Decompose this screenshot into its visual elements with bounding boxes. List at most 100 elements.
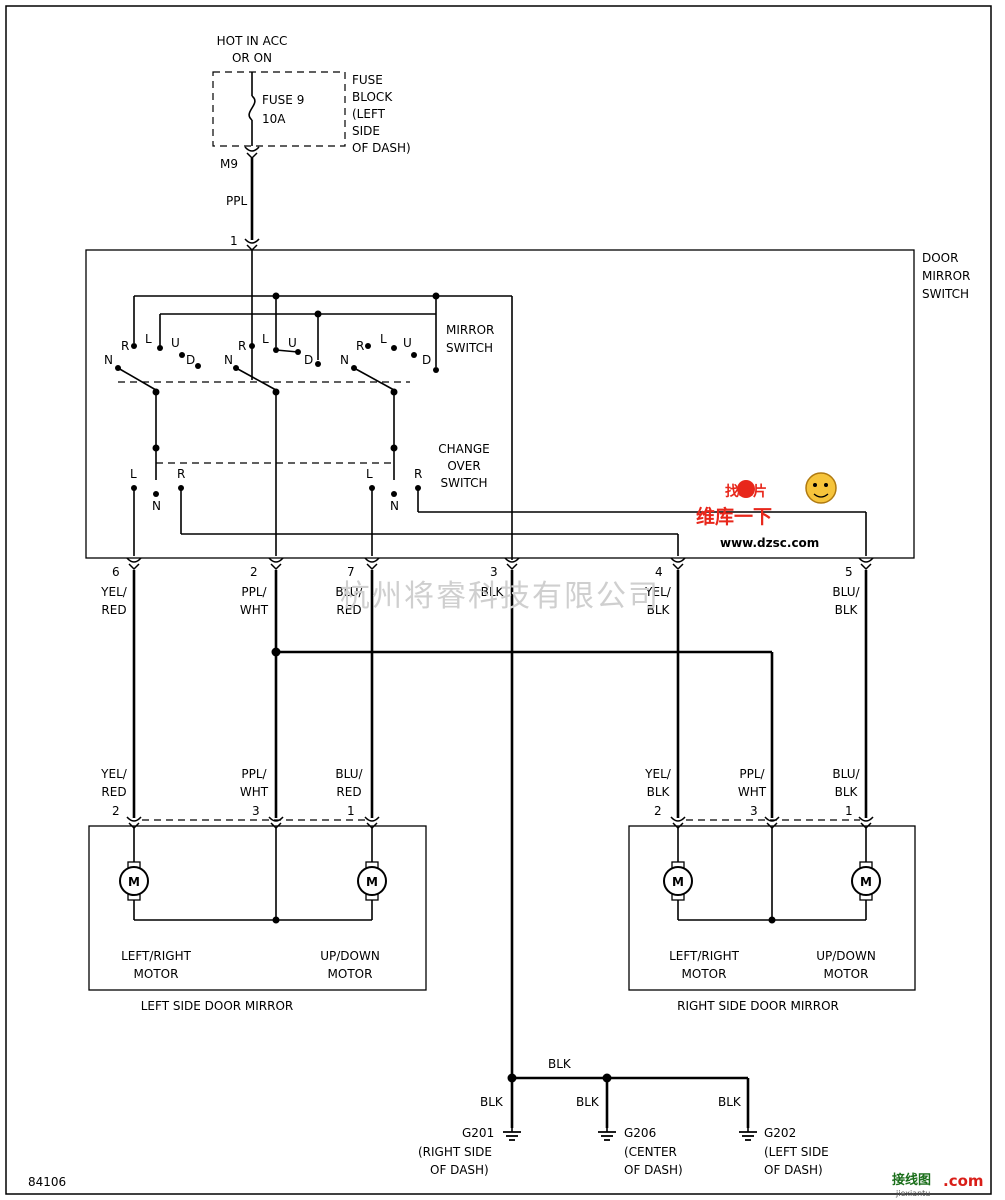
svg-text:N: N: [104, 353, 113, 367]
junction-dot: [272, 388, 280, 396]
wire-color: WHT: [240, 603, 269, 617]
svg-text:D: D: [422, 353, 431, 367]
wire-color: BLK: [835, 785, 859, 799]
wire-color: WHT: [738, 785, 767, 799]
wire-color: BLU/: [335, 767, 363, 781]
fuse-name: FUSE 9: [262, 93, 304, 107]
svg-text:jiexiantu: jiexiantu: [895, 1189, 930, 1198]
wire-color: BLK: [481, 585, 505, 599]
svg-text:N: N: [390, 499, 399, 513]
mirror-pin-number: 3: [750, 804, 758, 818]
fuse-block-label-2: BLOCK: [352, 90, 393, 104]
switch-pin-number: 2: [250, 565, 258, 579]
connector-icon: [364, 557, 380, 570]
ground-icon: [597, 1125, 617, 1141]
ground-icon: [502, 1125, 522, 1141]
wire-color: YEL/: [100, 767, 128, 781]
door-switch-label-2: MIRROR: [922, 269, 970, 283]
company-watermark: 杭州将睿科技有限公司: [340, 579, 660, 614]
wire-color: PPL/: [241, 585, 267, 599]
wire-color: RED: [101, 785, 126, 799]
mirror-switch-group-1: R L U D N: [104, 332, 201, 480]
changeover-label-1: CHANGE: [438, 442, 489, 456]
wire-color: PPL/: [739, 767, 765, 781]
wire-color: BLK: [480, 1095, 504, 1109]
splice-dot: [507, 1073, 517, 1083]
wire-color: BLU/: [335, 585, 363, 599]
wire-color: YEL/: [644, 585, 672, 599]
mirror-switch-group-3: R L U D N: [340, 332, 439, 480]
jiexiantu-logo: 接线图 .com jiexiantu: [892, 1172, 984, 1198]
feed-wire-color: PPL: [226, 194, 247, 208]
ground-location: OF DASH): [624, 1163, 683, 1177]
svg-text:找芯片: 找芯片: [725, 483, 767, 500]
mirror-pin-number: 2: [654, 804, 662, 818]
mirror-pin-number: 3: [252, 804, 260, 818]
motor-icon: M: [357, 861, 387, 901]
svg-text:U: U: [171, 336, 180, 350]
wire-color: WHT: [240, 785, 269, 799]
fuse-icon: [248, 72, 256, 146]
page-border: [5, 5, 992, 1195]
right-mirror-title: RIGHT SIDE DOOR MIRROR: [677, 999, 839, 1013]
svg-text:R: R: [121, 339, 129, 353]
ground-name: G202: [764, 1126, 796, 1140]
svg-text:M: M: [672, 875, 684, 889]
wire-color: RED: [101, 603, 126, 617]
motor-label: UP/DOWN: [320, 949, 380, 963]
svg-text:N: N: [340, 353, 349, 367]
switch-pin-number: 6: [112, 565, 120, 579]
ground-location: OF DASH): [764, 1163, 823, 1177]
svg-text:接线图: 接线图: [892, 1172, 931, 1188]
ground-location: OF DASH): [430, 1163, 489, 1177]
svg-text:M: M: [860, 875, 872, 889]
figure-id: 84106: [28, 1175, 66, 1189]
mirror-switch-label-2: SWITCH: [446, 341, 493, 355]
svg-text:R: R: [177, 467, 185, 481]
chip-icon: [737, 480, 755, 498]
fuse-block-label-3: (LEFT: [352, 107, 386, 121]
wire-color: BLK: [718, 1095, 742, 1109]
left-mirror-box: [88, 825, 427, 991]
svg-text:D: D: [304, 353, 313, 367]
mirror-switch-label-1: MIRROR: [446, 323, 494, 337]
wire-color: BLK: [576, 1095, 600, 1109]
svg-text:L: L: [130, 467, 137, 481]
splice-dot: [271, 647, 281, 657]
junction-dot: [314, 310, 322, 318]
svg-text:N: N: [152, 499, 161, 513]
wire-color: YEL/: [100, 585, 128, 599]
wire-color: PPL/: [241, 767, 267, 781]
connector-icon: [268, 557, 284, 570]
switch-pin-number: 5: [845, 565, 853, 579]
motor-label: MOTOR: [134, 967, 179, 981]
changeover-label-2: OVER: [447, 459, 480, 473]
svg-text:M: M: [128, 875, 140, 889]
wire-color: BLK: [835, 603, 859, 617]
wire-color: RED: [336, 603, 361, 617]
motor-label: MOTOR: [328, 967, 373, 981]
svg-text:M: M: [366, 875, 378, 889]
motor-label: LEFT/RIGHT: [669, 949, 740, 963]
wire-color: RED: [336, 785, 361, 799]
fuse-rating: 10A: [262, 112, 286, 126]
motor-icon: M: [663, 861, 693, 901]
svg-text:维库一下: 维库一下: [696, 505, 772, 528]
connector-icon: [670, 557, 686, 570]
svg-text:N: N: [224, 353, 233, 367]
splice-dot: [602, 1073, 612, 1083]
right-mirror-box: [628, 825, 916, 991]
connector-icon: [244, 238, 260, 251]
motor-icon: M: [119, 861, 149, 901]
switch-pin-number: 4: [655, 565, 663, 579]
motor-label: MOTOR: [682, 967, 727, 981]
door-mirror-switch-box: [85, 249, 915, 559]
svg-text:R: R: [238, 339, 246, 353]
fuse-block-outline: [212, 71, 346, 147]
ground-location: (CENTER: [624, 1145, 677, 1159]
power-source-label-2: OR ON: [232, 51, 272, 65]
svg-text:.com: .com: [943, 1172, 984, 1190]
ground-bus-color: BLK: [548, 1057, 572, 1071]
dzsc-logo: 找芯片 维库一下 www.dzsc.com: [696, 472, 837, 550]
